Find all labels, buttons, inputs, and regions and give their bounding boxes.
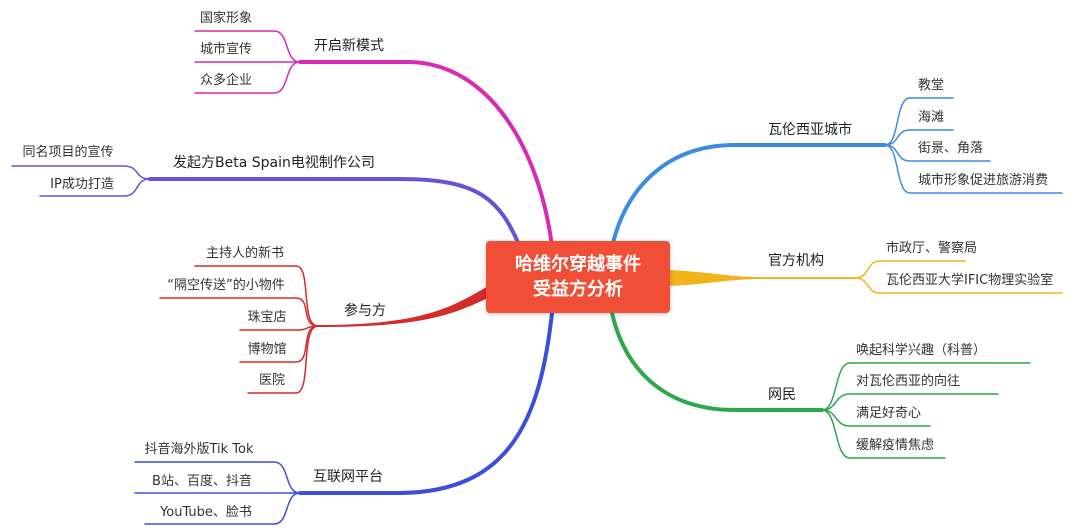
leaf-city-image-tourism[interactable]: 城市形象促进旅游消费 xyxy=(918,173,1049,188)
branch-label-initiator[interactable]: 发起方Beta Spain电视制作公司 xyxy=(173,155,375,171)
leaf-church[interactable]: 教堂 xyxy=(918,78,945,93)
connector-leaf-project-promotion xyxy=(11,165,151,180)
connector-leaf-youtube-facebook xyxy=(144,492,301,525)
leaf-host-book[interactable]: 主持人的新书 xyxy=(205,246,285,261)
connector-leaf-pandemic-anxiety xyxy=(821,409,946,459)
connector-branch-official-institutions xyxy=(670,270,855,286)
connector-leaf-national-image xyxy=(194,30,301,63)
leaf-curiosity[interactable]: 满足好奇心 xyxy=(856,406,922,421)
connector-leaf-hospital xyxy=(247,325,319,394)
leaf-bilibili-baidu-douyin[interactable]: B站、百度、抖音 xyxy=(152,474,252,489)
leaf-beach[interactable]: 海滩 xyxy=(918,110,945,125)
connector-branch-initiator xyxy=(148,177,522,249)
branch-label-new-model[interactable]: 开启新模式 xyxy=(314,38,384,54)
leaf-jewelry-store[interactable]: 珠宝店 xyxy=(247,310,287,325)
leaf-national-image[interactable]: 国家形象 xyxy=(199,11,253,26)
central-topic-line-2: 受益方分析 xyxy=(533,279,623,300)
connector-leaf-city-hall-police xyxy=(854,260,966,279)
connector-branch-internet-platforms xyxy=(298,311,554,495)
leaf-pandemic-anxiety[interactable]: 缓解疫情焦虑 xyxy=(856,438,935,453)
connector-leaf-host-book xyxy=(194,265,319,327)
connector-leaf-beach xyxy=(884,129,954,146)
connector-leaf-museum xyxy=(239,325,319,363)
leaf-streets-corners[interactable]: 街景、角落 xyxy=(918,141,984,156)
leaf-tiktok[interactable]: 抖音海外版Tik Tok xyxy=(144,442,254,457)
connector-leaf-ip-success xyxy=(39,178,151,197)
connector-leaf-church xyxy=(884,97,954,146)
leaf-youtube-facebook[interactable]: YouTube、脸书 xyxy=(160,505,252,520)
connector-branch-netizens xyxy=(610,311,824,412)
connector-leaf-jewelry-store xyxy=(239,325,319,331)
branch-label-netizens[interactable]: 网民 xyxy=(768,387,796,403)
leaf-project-promotion[interactable]: 同名项目的宣传 xyxy=(22,145,114,160)
leaf-ip-success[interactable]: IP成功打造 xyxy=(50,177,114,192)
connector-branch-valencia-city xyxy=(610,143,887,249)
connector-leaf-many-companies xyxy=(194,61,301,94)
leaf-teleport-items[interactable]: “隔空传送”的小物件 xyxy=(167,278,285,293)
connector-branch-participants xyxy=(318,286,488,327)
branch-label-official-institutions[interactable]: 官方机构 xyxy=(768,253,824,269)
branch-label-internet-platforms[interactable]: 互联网平台 xyxy=(313,469,383,485)
connector-leaf-ific-lab xyxy=(854,277,1063,294)
leaf-museum[interactable]: 博物馆 xyxy=(247,342,287,357)
leaf-city-promotion[interactable]: 城市宣传 xyxy=(199,42,253,57)
connector-leaf-tiktok xyxy=(134,461,301,494)
connector-branch-new-model xyxy=(298,60,554,249)
leaf-many-companies[interactable]: 众多企业 xyxy=(199,73,253,88)
connector-leaf-science-interest xyxy=(821,362,1031,411)
leaf-science-interest[interactable]: 唤起科学兴趣（科普） xyxy=(856,343,987,358)
leaf-ific-lab[interactable]: 瓦伦西亚大学IFIC物理实验室 xyxy=(886,273,1054,288)
branch-label-valencia-city[interactable]: 瓦伦西亚城市 xyxy=(768,122,852,138)
central-topic-line-1: 哈维尔穿越事件 xyxy=(515,254,641,275)
connector-leaf-longing-valencia xyxy=(821,393,999,411)
leaf-city-hall-police[interactable]: 市政厅、警察局 xyxy=(886,241,978,256)
branch-label-participants[interactable]: 参与方 xyxy=(344,303,386,319)
leaf-longing-valencia[interactable]: 对瓦伦西亚的向往 xyxy=(856,374,961,389)
leaf-hospital[interactable]: 医院 xyxy=(258,373,286,388)
central-topic[interactable]: 哈维尔穿越事件 受益方分析 xyxy=(486,241,670,313)
connector-leaf-city-image-tourism xyxy=(884,144,1063,194)
connector-leaf-teleport-items xyxy=(159,297,319,327)
